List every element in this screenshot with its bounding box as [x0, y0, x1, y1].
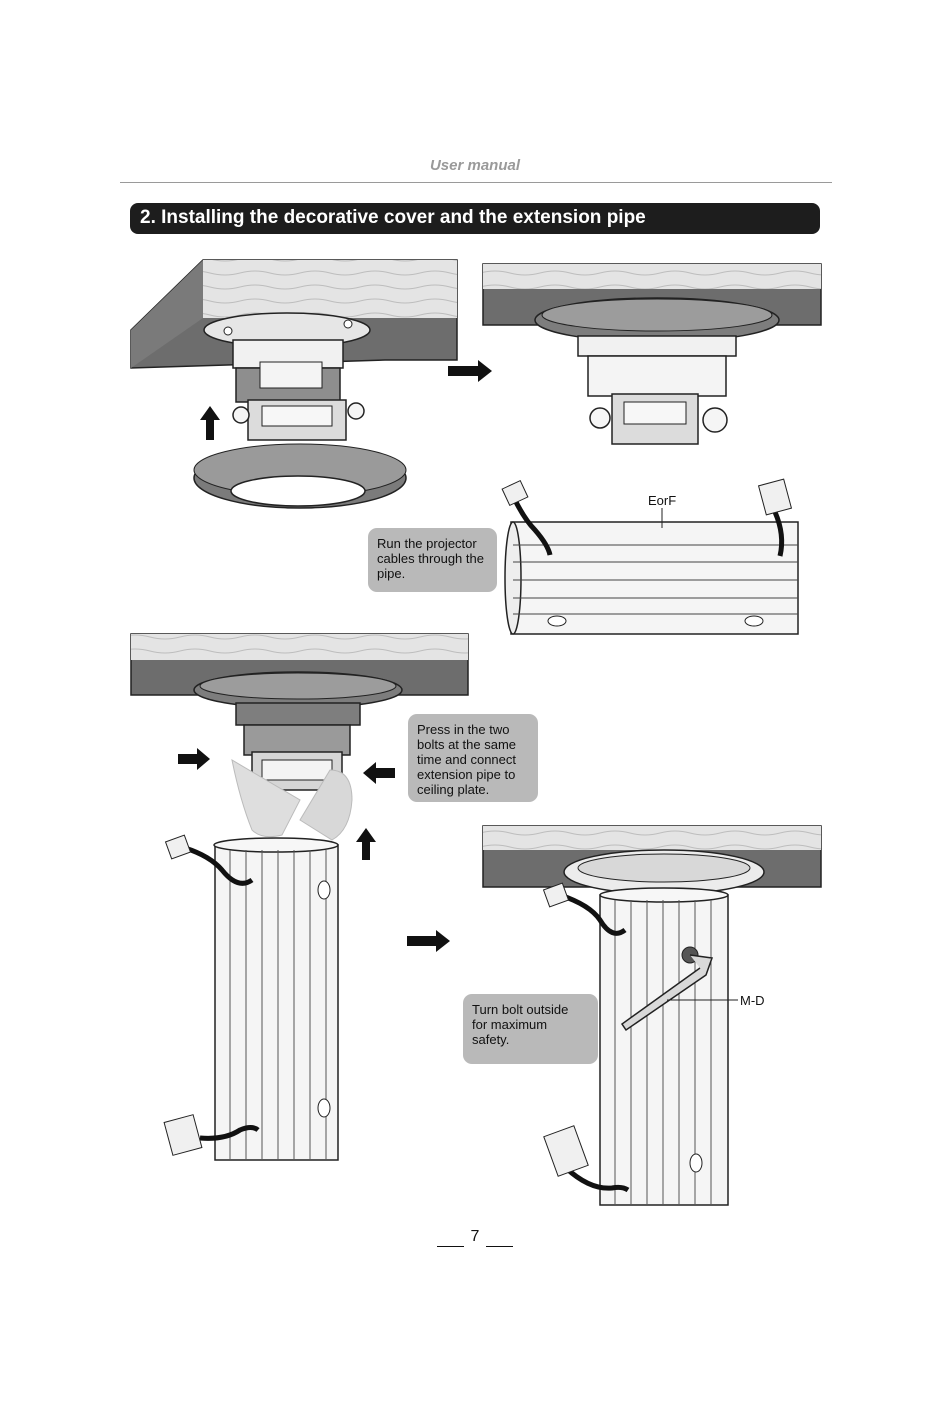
arrow-right-icon [407, 930, 450, 952]
arrow-up-icon [356, 828, 376, 860]
callout-press-bolts: Press in the two bolts at the same time … [408, 714, 538, 802]
page-number-rule-right [486, 1246, 513, 1247]
step2-cover-mounted-figure [483, 264, 821, 444]
hex-key-part-label: M-D [740, 993, 765, 1008]
callout-run-cables: Run the projector cables through the pip… [368, 528, 497, 592]
step3-press-bolts-figure [131, 634, 468, 1160]
callout-turn-bolt: Turn bolt outside for maximum safety. [463, 994, 598, 1064]
pipe-part-label: EorF [648, 493, 676, 508]
page-number-footer: 7 [437, 1228, 513, 1250]
arrow-up-icon [200, 406, 220, 440]
step1-ceiling-plate-figure [131, 260, 457, 508]
page-number-rule-left [437, 1246, 464, 1247]
arrow-right-icon [178, 748, 210, 770]
arrow-right-icon [448, 360, 492, 382]
arrow-left-icon [363, 762, 395, 784]
page-number: 7 [437, 1228, 513, 1246]
